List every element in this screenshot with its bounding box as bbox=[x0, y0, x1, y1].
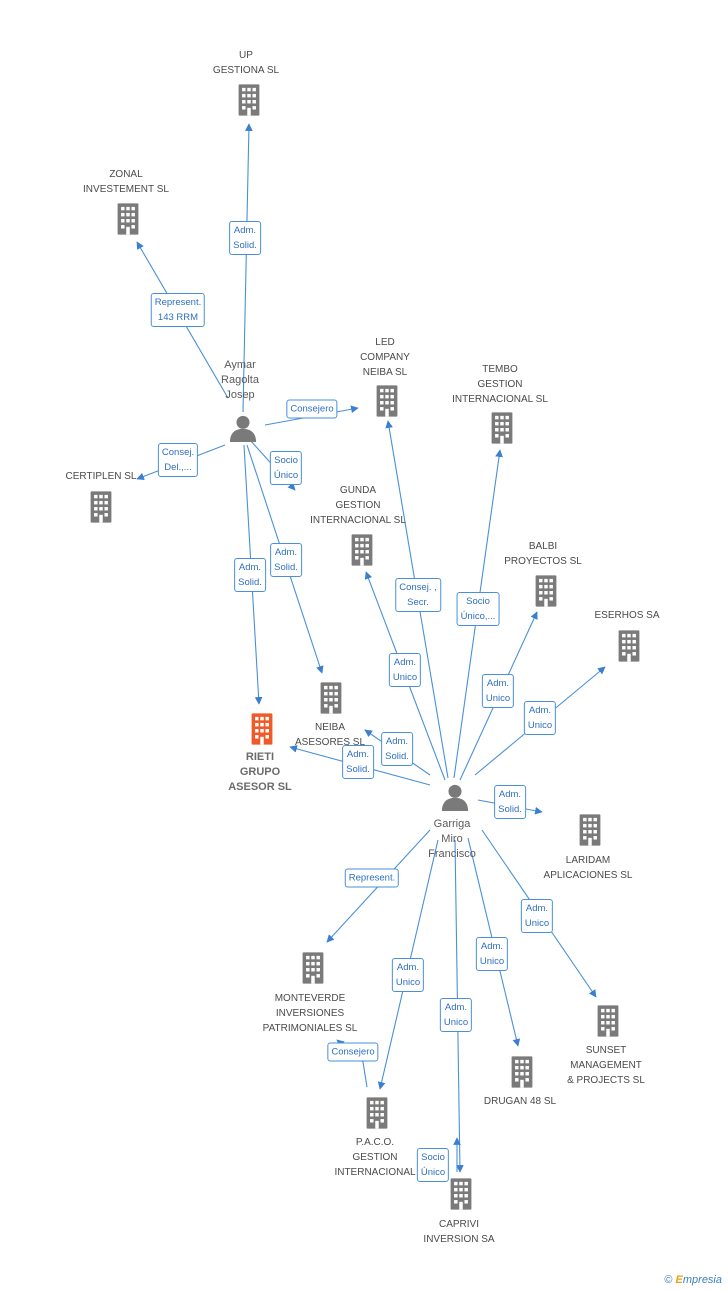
node-label-monteverde[interactable]: MONTEVERDE INVERSIONES PATRIMONIALES SL bbox=[262, 993, 358, 1034]
relation-label[interactable]: Represent. bbox=[344, 868, 400, 888]
relation-label[interactable]: Adm. Unico bbox=[391, 958, 425, 992]
building-icon[interactable] bbox=[302, 952, 324, 984]
relation-label[interactable]: Adm. Solid. bbox=[342, 745, 374, 779]
node-label-paco[interactable]: P.A.C.O. GESTION INTERNACIONAL bbox=[334, 1137, 416, 1178]
building-icon[interactable] bbox=[511, 1056, 533, 1088]
relation-label[interactable]: Adm. Solid. bbox=[494, 785, 526, 819]
node-label-aymar[interactable]: Aymar Ragolta Josep bbox=[221, 359, 259, 401]
building-icon[interactable] bbox=[366, 1097, 388, 1129]
node-label-certiplen[interactable]: CERTIPLEN SL bbox=[65, 471, 137, 482]
relation-label[interactable]: Adm. Solid. bbox=[229, 221, 261, 255]
node-label-caprivi[interactable]: CAPRIVI INVERSION SA bbox=[423, 1219, 495, 1245]
person-icon[interactable] bbox=[229, 415, 257, 442]
building-icon[interactable] bbox=[320, 682, 342, 714]
relation-label[interactable]: Socio Único bbox=[269, 451, 303, 485]
building-icon[interactable] bbox=[597, 1005, 619, 1037]
relation-label[interactable]: Consej. , Secr. bbox=[395, 578, 441, 612]
relation-label[interactable]: Adm. Solid. bbox=[381, 732, 413, 766]
node-label-garriga[interactable]: Garriga Miro Francisco bbox=[428, 818, 476, 860]
building-icon[interactable] bbox=[491, 412, 513, 444]
node-label-laridam[interactable]: LARIDAM APLICACIONES SL bbox=[543, 855, 633, 881]
relation-label[interactable]: Adm. Unico bbox=[520, 899, 554, 933]
relation-label[interactable]: Adm. Unico bbox=[481, 674, 515, 708]
node-label-sunset[interactable]: SUNSET MANAGEMENT & PROJECTS SL bbox=[567, 1045, 645, 1086]
relation-label[interactable]: Adm. Solid. bbox=[234, 558, 266, 592]
node-label-tembo[interactable]: TEMBO GESTION INTERNACIONAL SL bbox=[452, 364, 548, 405]
node-label-neiba[interactable]: NEIBA ASESORES SL bbox=[294, 722, 366, 748]
person-icon[interactable] bbox=[441, 784, 469, 811]
building-icon[interactable] bbox=[535, 575, 557, 607]
relation-label[interactable]: Consejero bbox=[327, 1042, 379, 1062]
building-icon[interactable] bbox=[579, 814, 601, 846]
relation-label[interactable]: Consej. Del.,... bbox=[157, 443, 199, 477]
building-icon[interactable] bbox=[618, 630, 640, 662]
node-label-up[interactable]: UP GESTIONA SL bbox=[212, 50, 280, 76]
relation-label[interactable]: Consejero bbox=[286, 399, 338, 419]
empresia-logo: ©Empresia bbox=[664, 1274, 722, 1286]
relation-label[interactable]: Socio Único,... bbox=[456, 592, 500, 626]
node-label-eserhos[interactable]: ESERHOS SA bbox=[594, 610, 660, 621]
node-label-drugan[interactable]: DRUGAN 48 SL bbox=[483, 1096, 557, 1107]
building-icon[interactable] bbox=[90, 491, 112, 523]
node-label-balbi[interactable]: BALBI PROYECTOS SL bbox=[504, 541, 582, 567]
relation-label[interactable]: Adm. Unico bbox=[475, 937, 509, 971]
node-label-led[interactable]: LED COMPANY NEIBA SL bbox=[360, 337, 410, 378]
building-icon[interactable] bbox=[351, 534, 373, 566]
relation-label[interactable]: Adm. Unico bbox=[439, 998, 473, 1032]
building-icon[interactable] bbox=[117, 203, 139, 235]
relation-label[interactable]: Adm. Unico bbox=[523, 701, 557, 735]
relation-label[interactable]: Socio Único bbox=[416, 1148, 450, 1182]
building-icon[interactable] bbox=[238, 84, 260, 116]
building-icon[interactable] bbox=[251, 713, 273, 745]
node-label-zonal[interactable]: ZONAL INVESTEMENT SL bbox=[83, 169, 169, 195]
building-icon[interactable] bbox=[376, 385, 398, 417]
node-label-gunda[interactable]: GUNDA GESTION INTERNACIONAL SL bbox=[310, 485, 406, 526]
relation-label[interactable]: Represent. 143 RRM bbox=[150, 293, 206, 327]
relation-label[interactable]: Adm. Solid. bbox=[270, 543, 302, 577]
relation-label[interactable]: Adm. Unico bbox=[388, 653, 422, 687]
building-icon[interactable] bbox=[450, 1178, 472, 1210]
edge-aymar-to-up bbox=[242, 123, 253, 413]
node-label-rieti[interactable]: RIETI GRUPO ASESOR SL bbox=[228, 751, 292, 793]
